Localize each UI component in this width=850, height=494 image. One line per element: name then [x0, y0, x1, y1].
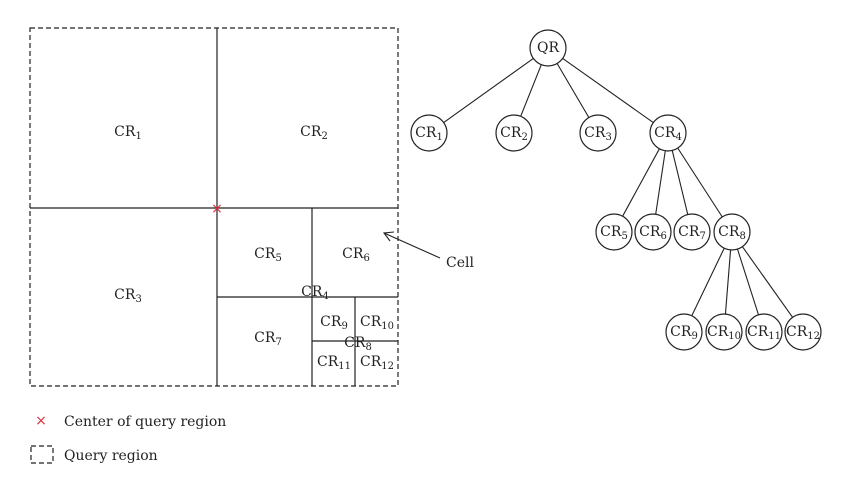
tree-node-label: CR8	[718, 224, 746, 242]
region-label-cr4: CR4	[301, 284, 329, 302]
tree-node-circle	[673, 213, 711, 251]
tree-node-cr5: CR5	[595, 213, 633, 251]
tree-node-circle	[665, 313, 703, 351]
tree-edge-cr8-cr10	[724, 249, 732, 315]
tree-edge-cr4-cr5	[622, 148, 660, 217]
region-label-cr7: CR7	[254, 330, 282, 348]
region-label-cr10: CR10	[360, 314, 394, 332]
tree-edge-cr4-cr7	[671, 150, 689, 215]
region-label-cr9: CR9	[320, 314, 348, 332]
tree-node-cr9: CR9	[665, 313, 703, 351]
tree-edge-qr-cr1	[443, 58, 534, 123]
tree-edge-cr4-cr8	[677, 147, 723, 218]
tree-node-cr10: CR10	[705, 313, 743, 351]
tree-node-label: CR1	[415, 125, 443, 143]
center-marker-icon: ×	[211, 201, 223, 217]
region-label-cr2: CR2	[300, 124, 328, 142]
tree-node-label: CR6	[639, 224, 667, 242]
tree-edges	[443, 57, 794, 318]
tree-node-label: CR7	[678, 224, 706, 242]
legend-query-region-label: Query region	[64, 448, 158, 464]
tree-node-label: QR	[537, 40, 559, 56]
legend-center-marker-icon: ×	[35, 413, 47, 429]
tree-edge-qr-cr3	[556, 63, 590, 118]
tree-node-cr7: CR7	[673, 213, 711, 251]
region-label-cr3: CR3	[114, 287, 142, 305]
cell-label: Cell	[446, 255, 474, 271]
tree-node-cr2: CR2	[495, 114, 533, 152]
tree-node-cr3: CR3	[579, 114, 617, 152]
tree-node-cr11: CR11	[745, 313, 783, 351]
query-region-partition: CR1 CR2 CR3 CR4 CR5 CR6 CR7 CR8 CR9 CR10…	[29, 27, 474, 387]
tree-node-circle	[579, 114, 617, 152]
legend-query-region-icon	[30, 445, 54, 464]
tree-node-label: CR9	[670, 324, 698, 342]
tree-node-circle	[410, 114, 448, 152]
tree-node-cr4: CR4	[649, 114, 687, 152]
legend: × Center of query region Query region	[30, 413, 226, 464]
tree-edge-cr8-cr12	[741, 246, 794, 318]
tree-node-circle	[784, 313, 822, 351]
tree-node-cr6: CR6	[634, 213, 672, 251]
tree-node-circle	[705, 313, 743, 351]
tree-node-cr8: CR8	[713, 213, 751, 251]
region-label-cr8: CR8	[344, 335, 372, 353]
tree-node-circle	[649, 114, 687, 152]
region-label-cr11: CR11	[317, 354, 351, 372]
tree-edge-cr8-cr9	[691, 247, 725, 317]
tree-node-circle	[495, 114, 533, 152]
tree-edge-qr-cr2	[520, 64, 542, 117]
tree-node-label: CR3	[584, 125, 612, 143]
region-label-cr12: CR12	[360, 354, 394, 372]
region-label-cr5: CR5	[254, 246, 282, 264]
tree-node-qr: QR	[529, 29, 567, 67]
tree-node-cr12: CR12	[784, 313, 822, 351]
tree-node-cr1: CR1	[410, 114, 448, 152]
tree-edge-qr-cr4	[562, 57, 654, 124]
cell-arrowhead-icon	[382, 231, 395, 242]
tree-node-label: CR5	[600, 224, 628, 242]
tree-node-label: CR4	[654, 125, 682, 143]
cell-pointer-line	[383, 232, 441, 259]
tree-node-circle	[745, 313, 783, 351]
tree-node-label: CR2	[500, 125, 528, 143]
tree-node-circle	[634, 213, 672, 251]
tree-edge-cr4-cr6	[655, 150, 666, 215]
region-label-cr6: CR6	[342, 246, 370, 264]
tree-node-circle	[595, 213, 633, 251]
region-label-cr1: CR1	[114, 124, 142, 142]
tree-node-circle	[529, 29, 567, 67]
tree-node-circle	[713, 213, 751, 251]
query-region-boundary	[29, 27, 399, 387]
tree-edge-cr8-cr11	[736, 248, 760, 316]
legend-center-label: Center of query region	[64, 414, 226, 430]
